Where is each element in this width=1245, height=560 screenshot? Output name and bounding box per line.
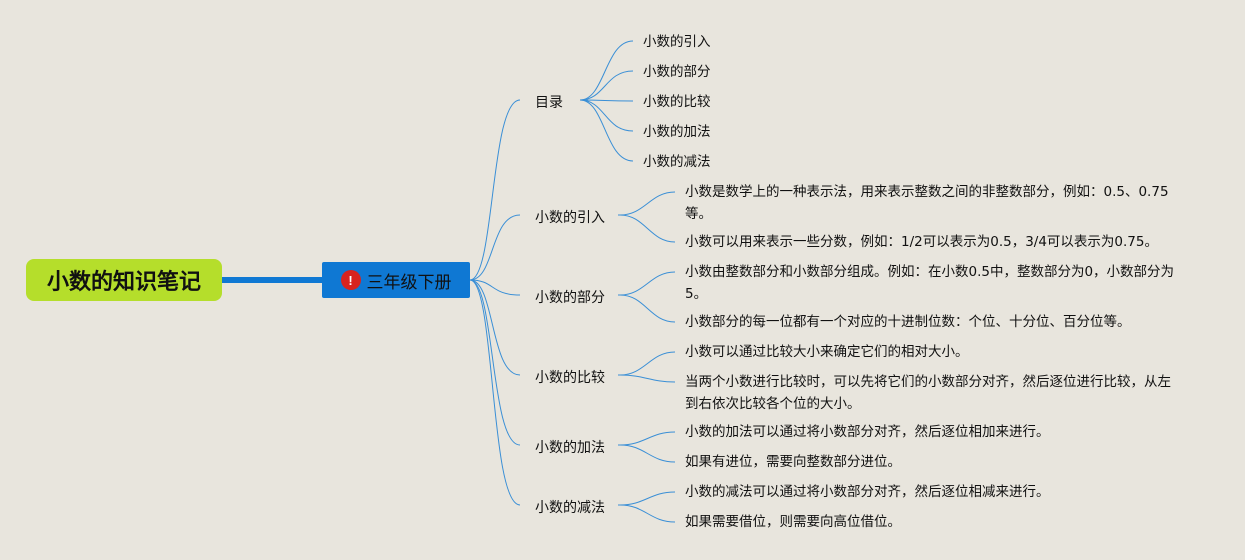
branch-toc[interactable]: 目录 — [535, 95, 563, 111]
branch-parts[interactable]: 小数的部分 — [535, 290, 605, 306]
note-item[interactable]: 小数部分的每一位都有一个对应的十进制位数：个位、十分位、百分位等。 — [685, 314, 1131, 330]
branch-connector — [469, 279, 521, 446]
branch-connector — [469, 99, 521, 281]
main-title: 三年级下册 — [366, 272, 452, 293]
note-item[interactable]: 小数可以用来表示一些分数，例如：1/2可以表示为0.5，3/4可以表示为0.75… — [685, 234, 1158, 250]
note-item[interactable]: 小数的减法可以通过将小数部分对齐，然后逐位相减来进行。 — [685, 484, 1050, 500]
leaf-connector — [619, 374, 676, 383]
branch-intro[interactable]: 小数的引入 — [535, 210, 605, 226]
leaf-connector — [579, 99, 634, 132]
leaf-connector — [619, 351, 676, 376]
note-item[interactable]: 小数可以通过比较大小来确定它们的相对大小。 — [685, 344, 969, 360]
branch-connector — [469, 279, 521, 506]
branch-compare[interactable]: 小数的比较 — [535, 370, 605, 386]
branch-connector — [469, 279, 521, 296]
root-title: 小数的知识笔记 — [46, 270, 201, 295]
leaf-connector — [579, 70, 634, 101]
leaf-connector — [619, 294, 676, 323]
main-topic[interactable]: ! 三年级下册 — [322, 262, 470, 298]
leaf-connector — [619, 271, 676, 296]
root-topic[interactable]: 小数的知识笔记 — [26, 259, 222, 301]
branch-connector — [469, 214, 521, 281]
note-item[interactable]: 小数的加法可以通过将小数部分对齐，然后逐位相加来进行。 — [685, 424, 1050, 440]
toc-item[interactable]: 小数的减法 — [643, 154, 711, 170]
leaf-connector — [619, 444, 676, 463]
leaf-connector — [579, 40, 634, 101]
note-item[interactable]: 当两个小数进行比较时，可以先将它们的小数部分对齐，然后逐位进行比较，从左到右依次… — [685, 374, 1171, 412]
note-item[interactable]: 如果需要借位，则需要向高位借位。 — [685, 514, 901, 530]
warning-icon: ! — [340, 270, 361, 290]
branch-addition[interactable]: 小数的加法 — [535, 440, 605, 456]
note-item[interactable]: 如果有进位，需要向整数部分进位。 — [685, 454, 901, 470]
toc-item[interactable]: 小数的比较 — [643, 94, 711, 110]
branch-subtraction[interactable]: 小数的减法 — [535, 500, 605, 516]
toc-item[interactable]: 小数的部分 — [643, 64, 711, 80]
note-item[interactable]: 小数是数学上的一种表示法，用来表示整数之间的非整数部分，例如：0.5、0.75等… — [685, 184, 1169, 222]
branch-connector — [469, 279, 521, 376]
leaf-connector — [619, 491, 676, 506]
toc-item[interactable]: 小数的引入 — [643, 34, 711, 50]
leaf-connector — [619, 504, 676, 523]
leaf-connector — [619, 214, 676, 243]
leaf-connector — [619, 191, 676, 216]
toc-item[interactable]: 小数的加法 — [643, 124, 711, 140]
leaf-connector — [579, 99, 634, 102]
note-item[interactable]: 小数由整数部分和小数部分组成。例如：在小数0.5中，整数部分为0，小数部分为5。 — [685, 264, 1175, 302]
leaf-connector — [579, 99, 634, 162]
leaf-connector — [619, 431, 676, 446]
